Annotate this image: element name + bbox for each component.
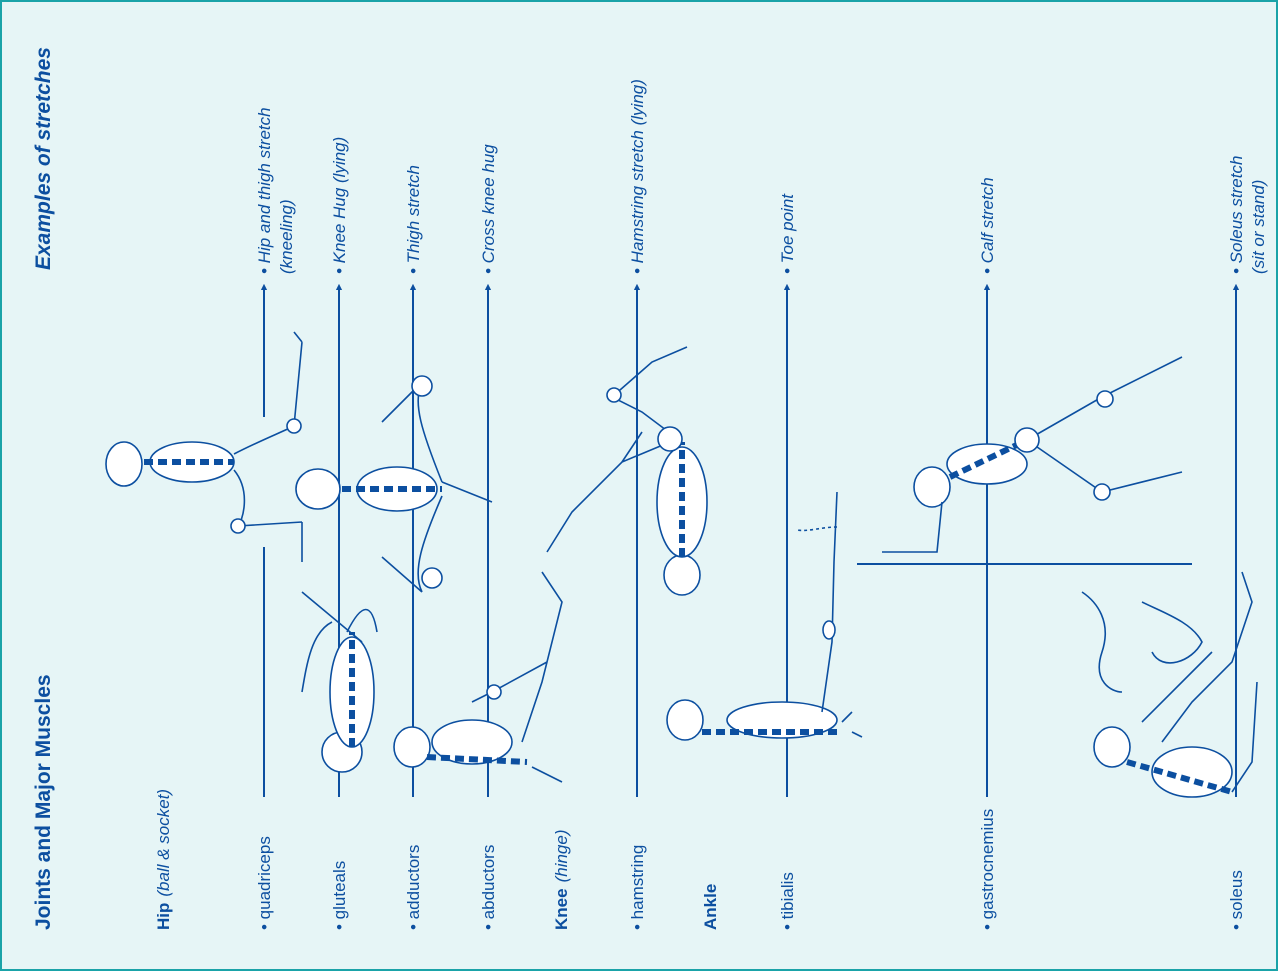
joints-muscles-header: Joints and Major Muscles	[32, 674, 55, 930]
joint-ankle-name: Ankle	[701, 884, 720, 930]
stretch-label-soleus: • Soleus stretch	[1227, 156, 1246, 274]
joint-hip-type: (ball & socket)	[154, 789, 173, 897]
figure-hip-thigh-stretch	[106, 332, 302, 562]
stretches-header: Examples of stretches	[32, 47, 55, 270]
stretch-label-hip-thigh: • Hip and thigh stretch	[255, 107, 274, 274]
muscle-label-abductors: • abductors	[479, 845, 498, 930]
stretch-label-toe-point: • Toe point	[778, 193, 797, 274]
figure-thigh-stretch	[296, 376, 492, 592]
stretch-label-thigh: • Thigh stretch	[404, 165, 423, 274]
joint-knee-type: (hinge)	[552, 830, 571, 883]
stretch-label-soleus-2: (sit or stand)	[1249, 180, 1268, 274]
stretch-label-cross-knee-hug: • Cross knee hug	[479, 144, 498, 274]
muscle-label-soleus: • soleus	[1227, 870, 1246, 930]
muscle-label-hamstring: • hamstring	[628, 845, 647, 930]
muscle-label-tibialis: • tibialis	[778, 872, 797, 930]
joint-knee-name: Knee	[552, 888, 571, 930]
figure-cross-knee-hug	[394, 572, 562, 782]
joint-knee-label: Knee (hinge)	[552, 830, 571, 931]
joint-ankle-label: Ankle	[701, 884, 720, 930]
joint-hip-label: Hip (ball & socket)	[154, 789, 173, 930]
stretch-label-hamstring: • Hamstring stretch (lying)	[628, 79, 647, 274]
muscle-label-gluteals: • gluteals	[330, 861, 349, 930]
joint-hip-name: Hip	[154, 903, 173, 930]
figure-soleus-stretch	[1082, 572, 1257, 797]
stretch-label-calf: • Calf stretch	[978, 177, 997, 274]
figure-calf-stretch	[857, 357, 1192, 564]
muscle-label-quadriceps: • quadriceps	[255, 836, 274, 930]
stretch-label-knee-hug: • Knee Hug (lying)	[330, 137, 349, 274]
muscle-label-gastrocnemius: • gastrocnemius	[978, 809, 997, 930]
figure-hamstring-stretch	[547, 347, 707, 595]
muscle-label-adductors: • adductors	[404, 845, 423, 930]
stretch-label-hip-thigh-2: (kneeling)	[277, 199, 296, 274]
